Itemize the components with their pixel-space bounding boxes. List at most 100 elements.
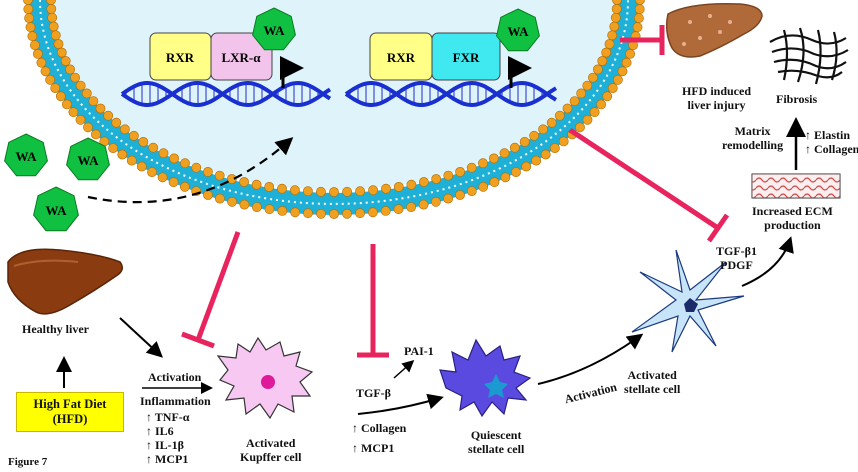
lipid-head xyxy=(499,148,510,159)
lipid-head xyxy=(203,190,213,200)
lipid-head xyxy=(75,80,86,91)
lipid-head xyxy=(550,143,560,153)
lipid-head xyxy=(329,209,339,219)
lipid-head xyxy=(53,39,64,49)
lipid-head xyxy=(531,155,542,166)
lipid-head xyxy=(23,4,34,15)
lipid-head xyxy=(302,186,313,197)
lipid-head xyxy=(575,122,585,133)
lipid-head xyxy=(601,47,612,58)
svg-text:WA: WA xyxy=(46,203,68,218)
lipid-head xyxy=(582,80,593,91)
lipid-head xyxy=(55,91,66,102)
lipid-head xyxy=(202,166,213,177)
lipid-head xyxy=(562,103,573,114)
rxr-label-right: RXR xyxy=(387,50,416,65)
fxr-label: FXR xyxy=(453,50,480,65)
quiescent-stellate-cell-icon xyxy=(439,338,532,418)
wa-molecule-1: WA xyxy=(252,7,296,51)
lipid-head xyxy=(613,74,623,85)
dna-helix-left xyxy=(120,80,332,108)
lipid-head xyxy=(158,148,169,159)
svg-text:WA: WA xyxy=(16,149,38,164)
wa-molecule-2: WA xyxy=(496,8,540,52)
lipid-head xyxy=(610,12,621,23)
lipid-head xyxy=(455,166,465,177)
lipid-head xyxy=(509,142,520,153)
lipid-head xyxy=(576,88,587,99)
lipid-head xyxy=(108,143,118,153)
lipid-head xyxy=(40,66,51,77)
lipid-head xyxy=(75,114,86,125)
svg-text:WA: WA xyxy=(508,24,530,39)
lipid-head xyxy=(138,136,149,147)
activated-stellate-cell-icon xyxy=(631,249,745,353)
lipid-head xyxy=(521,161,532,172)
cytokine-list: ↑ TNF-α↑ IL6↑ IL-1β↑ MCP1 xyxy=(146,410,190,466)
lipid-head xyxy=(56,47,67,58)
lipid-head xyxy=(604,39,615,49)
lipid-head xyxy=(612,0,622,5)
lipid-head xyxy=(128,130,139,141)
lipid-head xyxy=(180,158,190,169)
lipid-head xyxy=(81,88,92,99)
lipid-head xyxy=(27,31,38,42)
lipid-head xyxy=(157,172,168,183)
lipid-head xyxy=(24,13,34,23)
injured-liver-icon xyxy=(665,2,763,58)
kupffer-cell-icon xyxy=(216,336,314,420)
fxr-box xyxy=(431,32,501,81)
arrow-quiescent-to-activated xyxy=(537,333,644,385)
lipid-head xyxy=(264,181,275,192)
lipid-head xyxy=(214,193,225,204)
lipid-head xyxy=(95,103,106,114)
lipid-head xyxy=(546,117,557,128)
lipid-head xyxy=(466,162,477,173)
lipid-head xyxy=(380,205,391,216)
arrow-liver-to-kupffer xyxy=(119,317,163,358)
lipid-head xyxy=(103,110,114,121)
lipid-head xyxy=(634,13,644,23)
lipid-head xyxy=(558,136,569,147)
lipid-head xyxy=(191,162,202,173)
fibrosis-mesh-icon xyxy=(769,27,849,85)
lipid-head xyxy=(45,74,55,85)
wa-entry-arrow xyxy=(87,137,294,204)
lipid-head xyxy=(489,177,500,188)
inhibition-to-tgfb xyxy=(357,244,389,358)
lipid-head xyxy=(538,124,548,135)
lipid-head xyxy=(30,40,40,50)
lipid-head xyxy=(367,207,378,218)
ecm-fibers-icon xyxy=(751,173,841,199)
lipid-head xyxy=(126,155,137,166)
lipid-head xyxy=(179,181,190,192)
transcription-arrow-left xyxy=(280,56,304,88)
lipid-head xyxy=(289,185,300,196)
lipid-head xyxy=(277,205,288,216)
lipid-head xyxy=(47,12,58,23)
lipid-head xyxy=(430,196,441,207)
lipid-head xyxy=(147,167,157,177)
lipid-head xyxy=(50,83,61,93)
lipid-head xyxy=(342,208,352,219)
lipid-head xyxy=(226,174,237,184)
lipid-head xyxy=(418,177,429,187)
lipid-head xyxy=(239,199,250,210)
lipid-head xyxy=(303,208,313,219)
pai1-label: PAI-1 xyxy=(404,344,434,358)
lipid-head xyxy=(50,30,61,41)
lipid-head xyxy=(70,72,80,83)
lipid-head xyxy=(406,202,416,212)
lipid-head xyxy=(519,136,530,147)
lipid-head xyxy=(111,117,122,128)
lipid-head xyxy=(33,49,43,59)
lipid-head xyxy=(621,57,632,68)
lipid-head xyxy=(368,185,378,196)
lipid-head xyxy=(277,183,287,194)
lipid-head xyxy=(355,208,365,219)
